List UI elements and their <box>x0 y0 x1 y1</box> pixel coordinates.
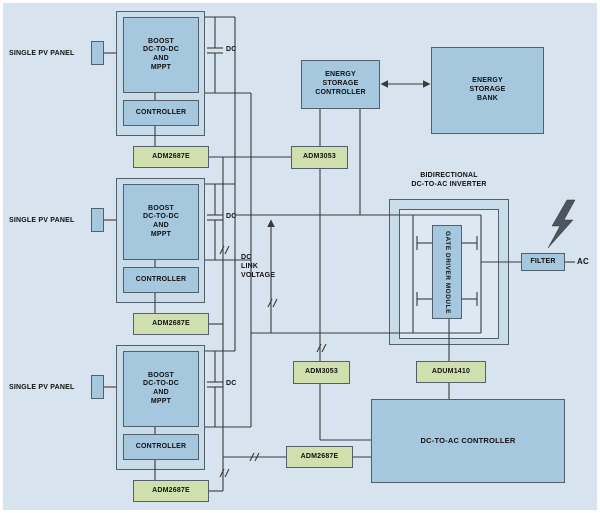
dc-cap-label: DC <box>226 213 237 220</box>
dc-to-ac-controller-box: DC-TO-AC CONTROLLER <box>371 399 565 483</box>
adm2687e-isolator-box: ADM2687E <box>133 480 209 502</box>
pv-panel-icon <box>91 41 104 65</box>
boost-dcdc-mppt-box: BOOST DC-TO-DC AND MPPT <box>123 17 199 93</box>
single-pv-panel-label: SINGLE PV PANEL <box>9 217 75 224</box>
dc-cap-label: DC <box>226 380 237 387</box>
diagram-canvas: BOOST DC-TO-DC AND MPPT CONTROLLER SINGL… <box>3 3 597 510</box>
boost-dcdc-mppt-box: BOOST DC-TO-DC AND MPPT <box>123 184 199 260</box>
adm3053-top-box: ADM3053 <box>291 146 348 169</box>
adm2687e-isolator-box: ADM2687E <box>133 146 209 168</box>
controller-box: CONTROLLER <box>123 100 199 126</box>
adm2687e-bus-box: ADM2687E <box>286 446 353 468</box>
controller-box: CONTROLLER <box>123 267 199 293</box>
adm3053-bottom-box: ADM3053 <box>293 361 350 384</box>
single-pv-panel-label: SINGLE PV PANEL <box>9 384 75 391</box>
energy-storage-bank-box: ENERGY STORAGE BANK <box>431 47 544 134</box>
adum1410-box: ADUM1410 <box>416 361 486 383</box>
capacitor-icon <box>207 17 223 427</box>
filter-box: FILTER <box>521 253 565 271</box>
energy-storage-controller-box: ENERGY STORAGE CONTROLLER <box>301 60 380 109</box>
inverter-title: BIDIRECTIONAL DC-TO-AC INVERTER <box>411 172 487 189</box>
dc-cap-label: DC <box>226 46 237 53</box>
boost-dcdc-mppt-box: BOOST DC-TO-DC AND MPPT <box>123 351 199 427</box>
single-pv-panel-label: SINGLE PV PANEL <box>9 50 75 57</box>
pv-panel-icon <box>91 375 104 399</box>
controller-box: CONTROLLER <box>123 434 199 460</box>
adm2687e-isolator-box: ADM2687E <box>133 313 209 335</box>
gate-driver-module-box: GATE DRIVER MODULE <box>432 225 462 319</box>
pv-panel-icon <box>91 208 104 232</box>
ac-label: AC <box>577 257 589 266</box>
dc-link-voltage-label: DC LINK VOLTAGE <box>241 254 276 280</box>
lightning-icon <box>547 199 576 249</box>
